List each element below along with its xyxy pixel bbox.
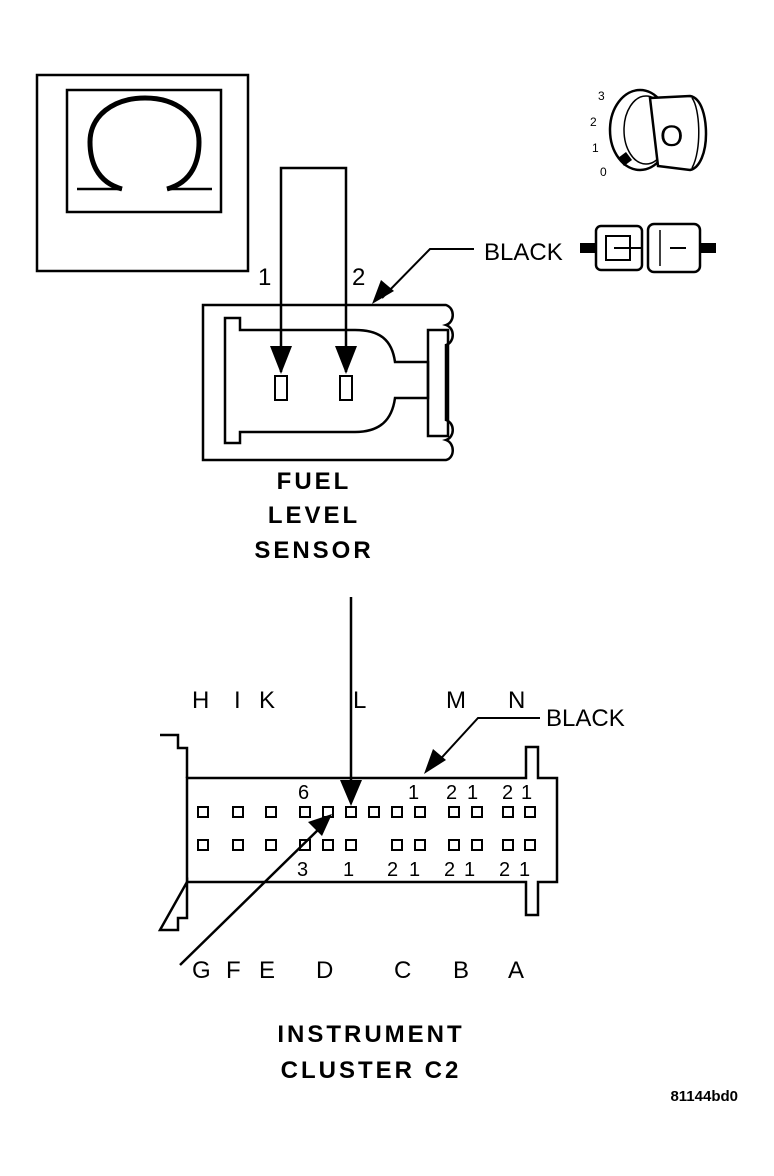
cluster-color-arrow-icon: [424, 749, 446, 774]
cluster-top-pin-1c: 1: [521, 782, 532, 804]
cluster-bottom-pin-1a: 1: [343, 859, 354, 881]
cluster-bottom-pin-2c: 2: [499, 859, 510, 881]
cluster-bottom-pin-2b: 2: [444, 859, 455, 881]
instrument-cluster-c2-connector: BLACK H I K L M N 6 1 2 1 2 1 3 1 2 1 2 …: [157, 687, 625, 984]
cavity-bottom-9: [448, 839, 460, 851]
cavity-top-10: [448, 806, 460, 818]
cavity-top-2: [232, 806, 244, 818]
cluster-top-pin-2c: 2: [502, 782, 513, 804]
cluster-letter-A: A: [508, 957, 524, 984]
connector-icon: [580, 222, 716, 274]
ignition-position-2: 2: [590, 115, 597, 129]
ignition-key-label: O: [660, 120, 683, 153]
ignition-position-1: 1: [592, 141, 599, 155]
cavity-bottom-2: [232, 839, 244, 851]
sensor-pin-2-label: 2: [352, 264, 365, 291]
meter-leads: [270, 166, 357, 374]
cluster-letter-M: M: [446, 687, 466, 714]
probe-lead-arrow-icon: [340, 780, 362, 806]
sensor-cavity: [223, 316, 430, 445]
cavity-top-13: [524, 806, 536, 818]
ohmmeter: [35, 73, 250, 273]
cluster-color-label: BLACK: [546, 705, 625, 732]
sensor-pin-1: [274, 375, 288, 401]
cavity-top-12: [502, 806, 514, 818]
cavity-bottom-5: [322, 839, 334, 851]
cluster-color-leader: [433, 717, 540, 767]
cluster-bottom-pin-1c: 1: [464, 859, 475, 881]
sensor-color-arrow-icon: [372, 280, 394, 304]
ignition-position-0: 0: [600, 165, 607, 179]
cavity-top-4: [299, 806, 311, 818]
cluster-letter-E: E: [259, 957, 275, 984]
cavity-bottom-3: [265, 839, 277, 851]
cluster-letter-F: F: [226, 957, 241, 984]
cluster-letter-G: G: [192, 957, 211, 984]
ohm-icon: [77, 95, 212, 192]
cavity-bottom-10: [471, 839, 483, 851]
cluster-letter-N: N: [508, 687, 525, 714]
sensor-color-leader: [381, 248, 474, 299]
cluster-housing: [185, 745, 559, 917]
ohmmeter-display: [65, 88, 223, 214]
figure-id: 81144bd0: [670, 1088, 738, 1105]
cavity-bottom-8: [414, 839, 426, 851]
lead-1-arrow-icon: [270, 346, 292, 374]
ground-probe-lead: [179, 825, 323, 966]
cluster-top-pin-2b: 2: [446, 782, 457, 804]
cavity-top-7: [368, 806, 380, 818]
sensor-title-line-1: FUEL: [277, 468, 352, 495]
sensor-pin-2: [339, 375, 353, 401]
sensor-color-label: BLACK: [484, 239, 563, 266]
lead-2-arrow-icon: [335, 346, 357, 374]
ground-probe-arrow-icon: [308, 814, 332, 836]
cavity-bottom-6: [345, 839, 357, 851]
sensor-housing: [201, 303, 454, 462]
cavity-top-9: [414, 806, 426, 818]
cavity-top-1: [197, 806, 209, 818]
fuel-level-sensor-connector: 1 2 BLACK: [201, 239, 563, 462]
cavity-top-6: [345, 806, 357, 818]
cavity-bottom-7: [391, 839, 403, 851]
cluster-letter-C: C: [394, 957, 411, 984]
cluster-title-line-2: CLUSTER C2: [281, 1057, 462, 1084]
cavity-top-3: [265, 806, 277, 818]
cluster-letter-L: L: [353, 687, 366, 714]
sensor-latch: [426, 328, 450, 438]
cavity-top-11: [471, 806, 483, 818]
cluster-top-pin-1a: 1: [408, 782, 419, 804]
cluster-bottom-pin-1d: 1: [519, 859, 530, 881]
cavity-bottom-11: [502, 839, 514, 851]
sensor-pin-1-label: 1: [258, 264, 271, 291]
meter-lead-wires: [279, 166, 348, 372]
cluster-top-pin-1b: 1: [467, 782, 478, 804]
cluster-letter-I: I: [234, 687, 241, 714]
cluster-top-pin-6: 6: [298, 782, 309, 804]
cluster-bottom-pin-3: 3: [297, 859, 308, 881]
cluster-letter-D: D: [316, 957, 333, 984]
cluster-bottom-pin-1b: 1: [409, 859, 420, 881]
cluster-letter-H: H: [192, 687, 209, 714]
cavity-top-8: [391, 806, 403, 818]
ignition-switch-icon: 3 2 1 0 O: [590, 88, 708, 179]
cluster-bottom-pin-2a: 2: [387, 859, 398, 881]
cluster-latch: [157, 733, 189, 932]
cluster-letter-B: B: [453, 957, 469, 984]
ohmmeter-body: [35, 73, 250, 273]
sensor-title-line-3: SENSOR: [254, 537, 373, 564]
cluster-title-line-1: INSTRUMENT: [277, 1021, 464, 1048]
cavity-bottom-1: [197, 839, 209, 851]
sensor-title-line-2: LEVEL: [268, 502, 360, 529]
ignition-position-3: 3: [598, 89, 605, 103]
cluster-letter-K: K: [259, 687, 275, 714]
cavity-bottom-4: [299, 839, 311, 851]
cluster-cavities: [197, 806, 536, 851]
cavity-bottom-12: [524, 839, 536, 851]
